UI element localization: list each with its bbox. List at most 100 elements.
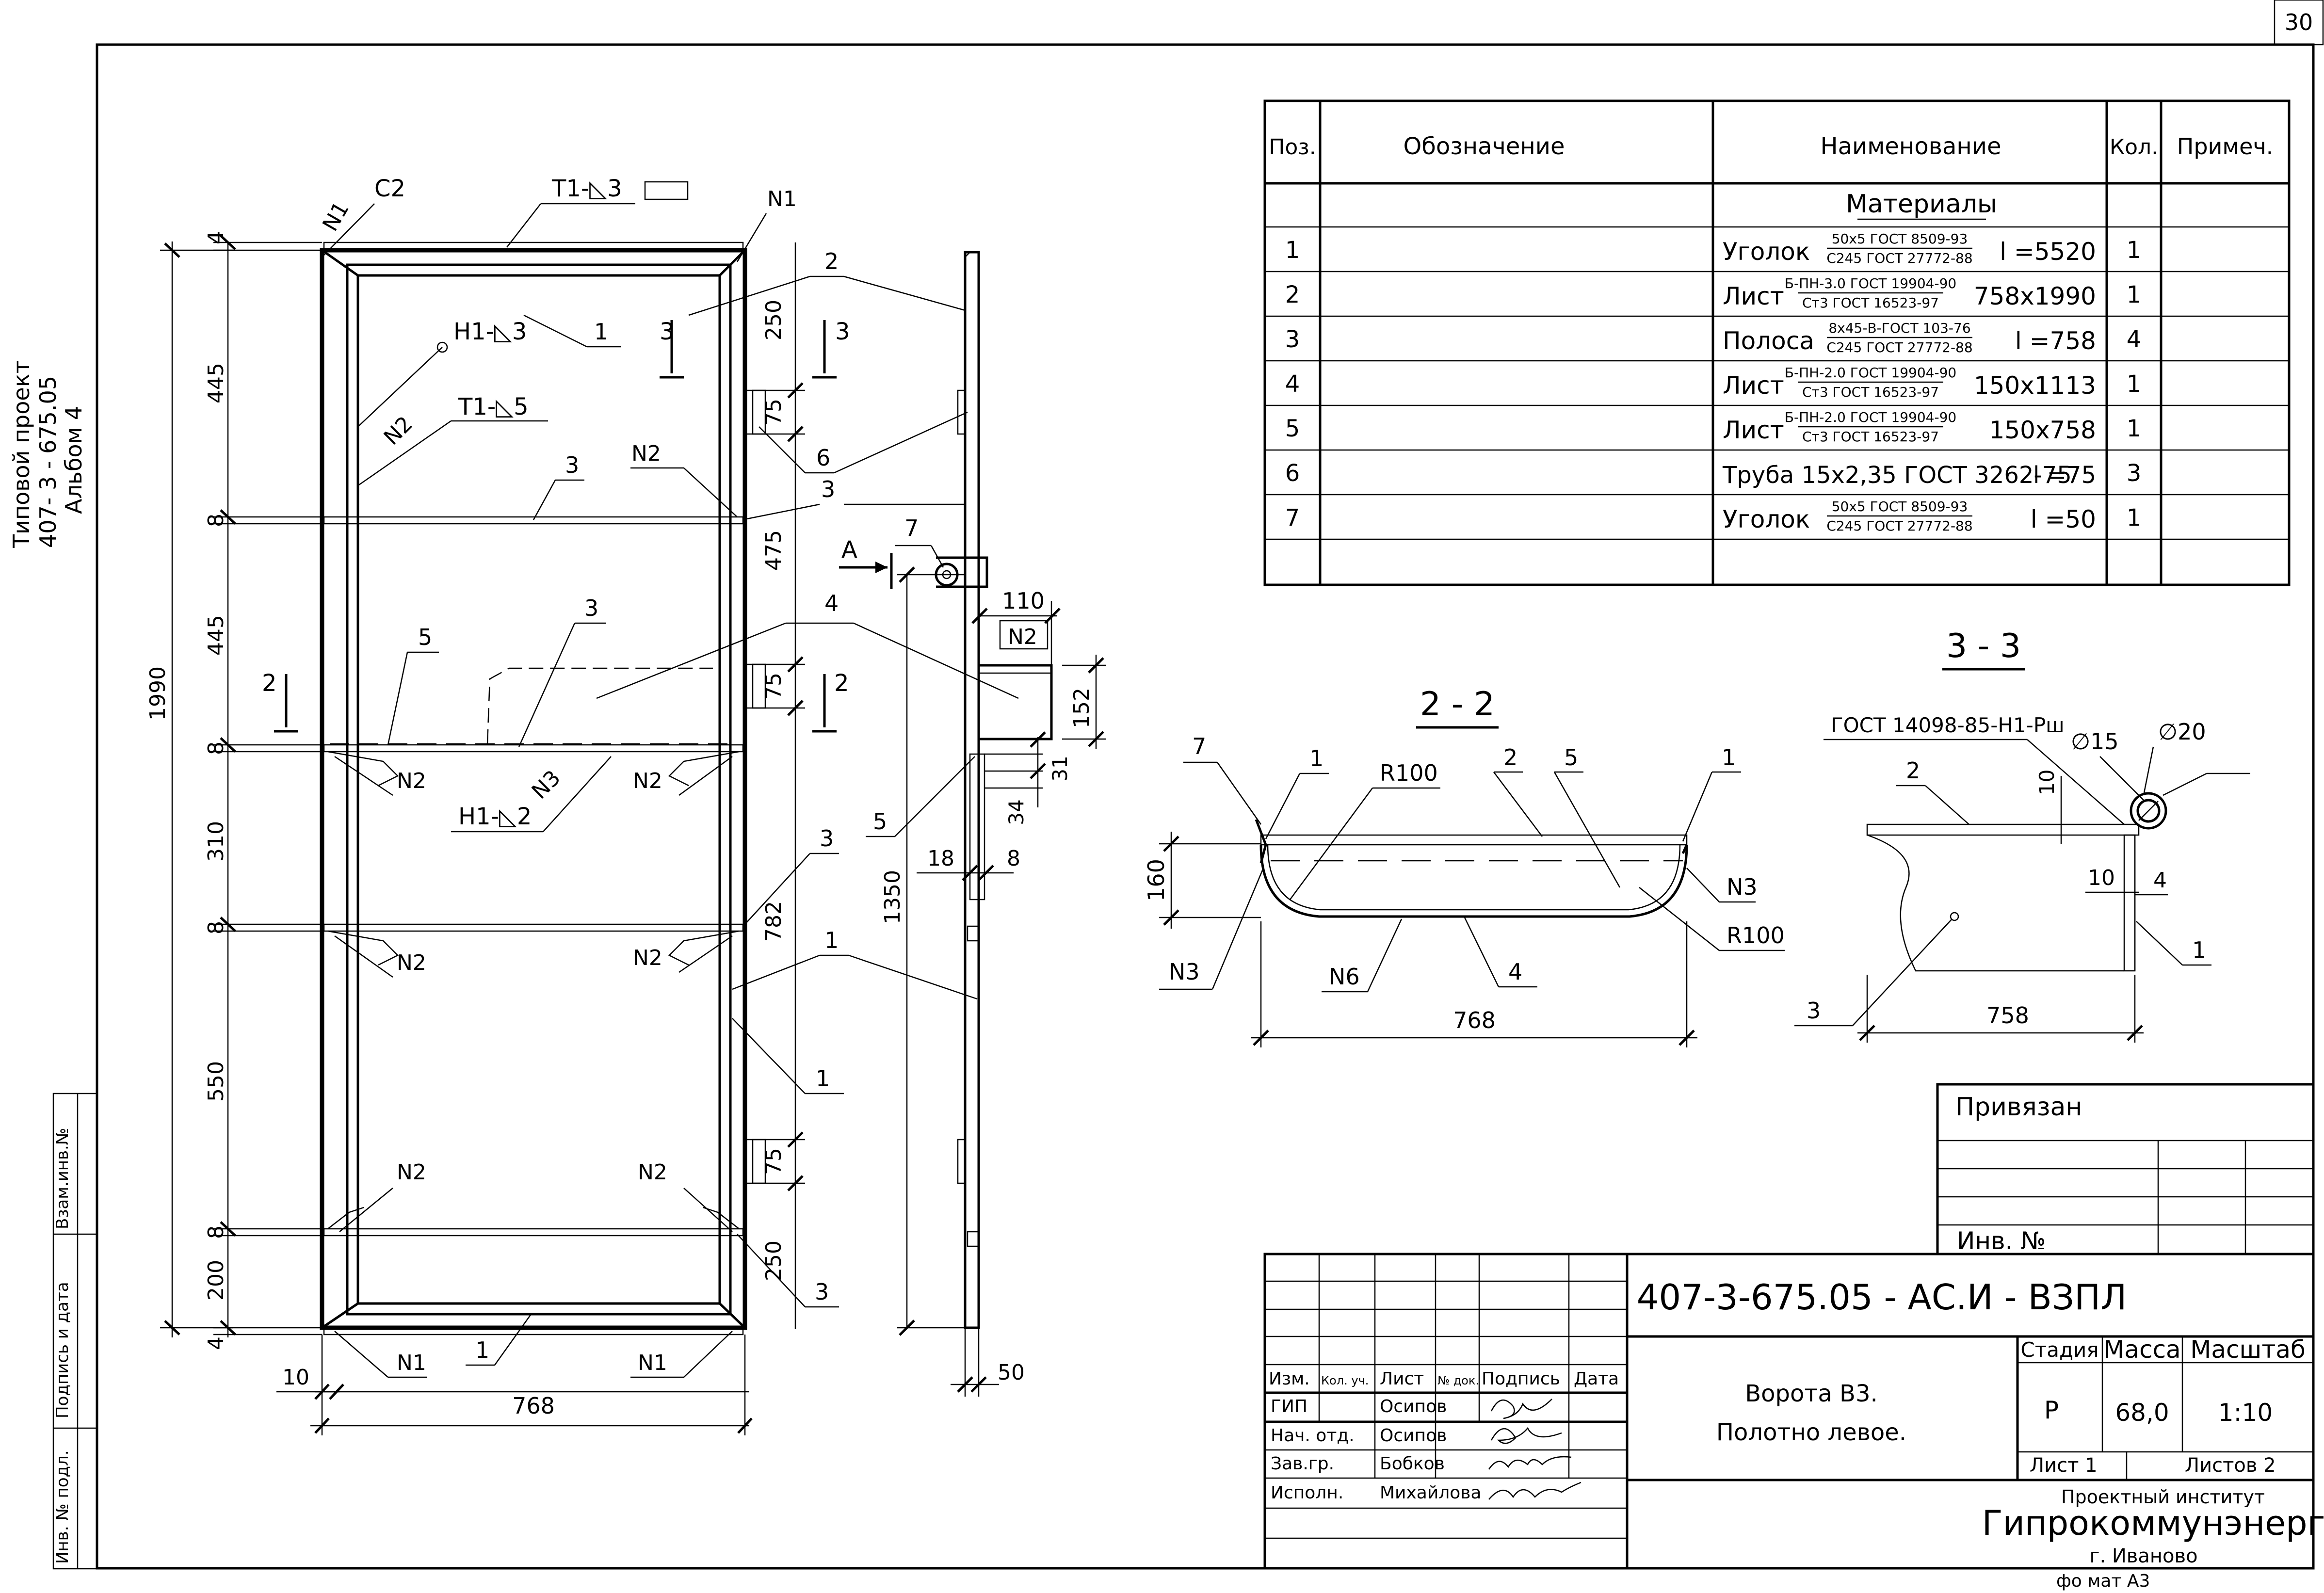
spec-row-top: Б-ПН-2.0 ГОСТ 19904-90	[1785, 365, 1956, 381]
sec3-dim-10-horizontal: 10	[2088, 866, 2115, 890]
spec-row-name: Лист	[1723, 371, 1784, 400]
sheet-frame: 30 фо мат А3	[96, 0, 2324, 1591]
spec-row-bottom: С245 ГОСТ 27772-88	[1826, 339, 1972, 355]
leader-2: 2	[824, 248, 839, 274]
dim-445-b: 445	[204, 615, 228, 656]
section-3-3: 3 - 3 ГОСТ 14098-85-Н1-Рш 2 ∅15 ∅20 10 1…	[1794, 627, 2250, 1043]
dim-8-c: 8	[204, 921, 228, 934]
side-label-7: 7	[904, 515, 919, 541]
role-gip: ГИП	[1271, 1397, 1307, 1416]
side-label-n2: N2	[1008, 625, 1037, 649]
leader-1-top: 1	[594, 319, 608, 345]
spec-row-name: Уголок	[1723, 238, 1810, 266]
dim-550: 550	[204, 1061, 228, 1102]
section-materials: Материалы	[1846, 190, 1997, 219]
mass-value: 68,0	[2115, 1399, 2169, 1427]
weld-t1-3: Т1-◺3	[551, 175, 622, 202]
spec-row-name: Лист	[1723, 282, 1784, 310]
spec-row-top: Б-ПН-3.0 ГОСТ 19904-90	[1785, 275, 1956, 291]
spec-row-qty: 1	[2127, 237, 2142, 264]
scale-value: 1:10	[2218, 1399, 2273, 1427]
side-dim-34: 34	[1004, 799, 1028, 825]
spec-row-pos: 5	[1285, 415, 1300, 442]
spec-row-top: 50x5 ГОСТ 8509-93	[1832, 231, 1968, 247]
spec-row-top: 8x45-В-ГОСТ 103-76	[1828, 320, 1970, 336]
sec2-label-1-right: 1	[1722, 744, 1736, 771]
section-mark-2-left: 2	[262, 670, 277, 697]
side-label-5: 5	[873, 808, 887, 835]
joint-n2-f: N2	[633, 946, 662, 970]
col-qty: Кол.	[2110, 135, 2158, 160]
joint-n2-h: N2	[638, 1160, 667, 1185]
joint-n2-c: N2	[397, 769, 426, 793]
sheet-number: Лист 1	[2030, 1454, 2098, 1477]
spec-row-size: l =5520	[2000, 238, 2096, 266]
col-kol-uch: Кол. уч.	[1321, 1374, 1369, 1387]
spec-row-bottom: Ст3 ГОСТ 16523-97	[1802, 384, 1939, 400]
dim-right-250-top: 250	[761, 300, 786, 340]
spec-table: Поз. Обозначение Наименование Кол. Приме…	[1263, 99, 2291, 586]
view-mark-a: А	[841, 536, 857, 563]
name-executor: Михайлова	[1380, 1483, 1482, 1503]
dim-445-a: 445	[204, 363, 228, 403]
dim-right-75-a: 75	[761, 399, 786, 426]
dim-bottom-4: 4	[204, 1336, 228, 1350]
joint-n1-bottom-right: N1	[638, 1351, 667, 1375]
col-note: Примеч.	[2177, 133, 2274, 160]
sec3-dim-d15: ∅15	[2071, 728, 2119, 755]
dim-310: 310	[204, 821, 228, 862]
side-dim-8: 8	[1007, 846, 1020, 871]
col-designation: Обозначение	[1403, 133, 1565, 160]
org-line-1: Проектный институт	[2061, 1486, 2265, 1508]
dim-right-475: 475	[761, 530, 786, 571]
page-number: 30	[2285, 9, 2313, 35]
col-signature: Подпись	[1482, 1369, 1560, 1389]
spec-row-pos: 4	[1285, 370, 1300, 398]
front-view: 4 445 8 445 8 310 8 550 8 200 4 1990 768…	[145, 175, 1019, 1435]
side-dim-1350: 1350	[880, 870, 905, 924]
sheets-total: Листов 2	[2185, 1454, 2276, 1477]
sec2-label-n3-left: N3	[1169, 959, 1200, 985]
weld-t1-5: Т1-◺5	[458, 393, 529, 420]
sec2-label-r100-top: R100	[1380, 760, 1438, 786]
leader-3-d: 3	[820, 825, 834, 852]
leader-1-low: 1	[816, 1065, 830, 1092]
series-block: Типовой проект 407- 3 - 675.05 Альбом 4	[8, 361, 87, 548]
joint-n1-top-right: N1	[767, 187, 797, 211]
role-group-head: Зав.гр.	[1271, 1454, 1334, 1474]
dim-right-75-c: 75	[761, 1148, 786, 1175]
spec-row-pos: 1	[1285, 237, 1300, 264]
dim-width-768: 768	[512, 1393, 555, 1419]
col-pos: Поз.	[1269, 135, 1316, 160]
sec2-label-r100-bottom: R100	[1727, 922, 1785, 949]
section-mark-3-right: 3	[835, 318, 850, 345]
dim-right-782: 782	[761, 901, 786, 942]
side-dim-50: 50	[998, 1360, 1025, 1385]
spec-row-pos: 6	[1285, 460, 1300, 487]
col-list: Лист	[1380, 1369, 1424, 1389]
stamp-inv-original: Инв. № подл.	[53, 1450, 72, 1564]
scale-header: Масштаб	[2190, 1336, 2306, 1364]
spec-row-qty: 1	[2127, 281, 2142, 308]
col-date: Дата	[1574, 1369, 1619, 1389]
spec-row-pos: 2	[1285, 281, 1300, 308]
spec-row-qty: 1	[2127, 504, 2142, 531]
dim-overall-1990: 1990	[145, 666, 170, 721]
col-nodok: № док.	[1437, 1374, 1479, 1387]
org-line-3: г. Иваново	[2089, 1545, 2197, 1567]
title-block: Привязан Инв. №	[1263, 1083, 2324, 1570]
sec3-gost-note: ГОСТ 14098-85-Н1-Рш	[1831, 713, 2065, 737]
stage-value: Р	[2044, 1396, 2059, 1424]
spec-row-top: Б-ПН-2.0 ГОСТ 19904-90	[1785, 409, 1956, 425]
spec-row-qty: 1	[2127, 415, 2142, 442]
dim-top-4: 4	[204, 231, 228, 244]
spec-row-name: Полоса	[1723, 327, 1814, 355]
joint-n2-d: N2	[633, 769, 662, 793]
section-3-title: 3 - 3	[1946, 627, 2021, 665]
section-mark-2-right: 2	[834, 670, 849, 697]
leader-3-c: 3	[584, 595, 598, 621]
series-line-3: Альбом 4	[61, 406, 87, 514]
spec-row-size: l =758	[2015, 327, 2096, 355]
dim-8-a: 8	[204, 514, 228, 527]
